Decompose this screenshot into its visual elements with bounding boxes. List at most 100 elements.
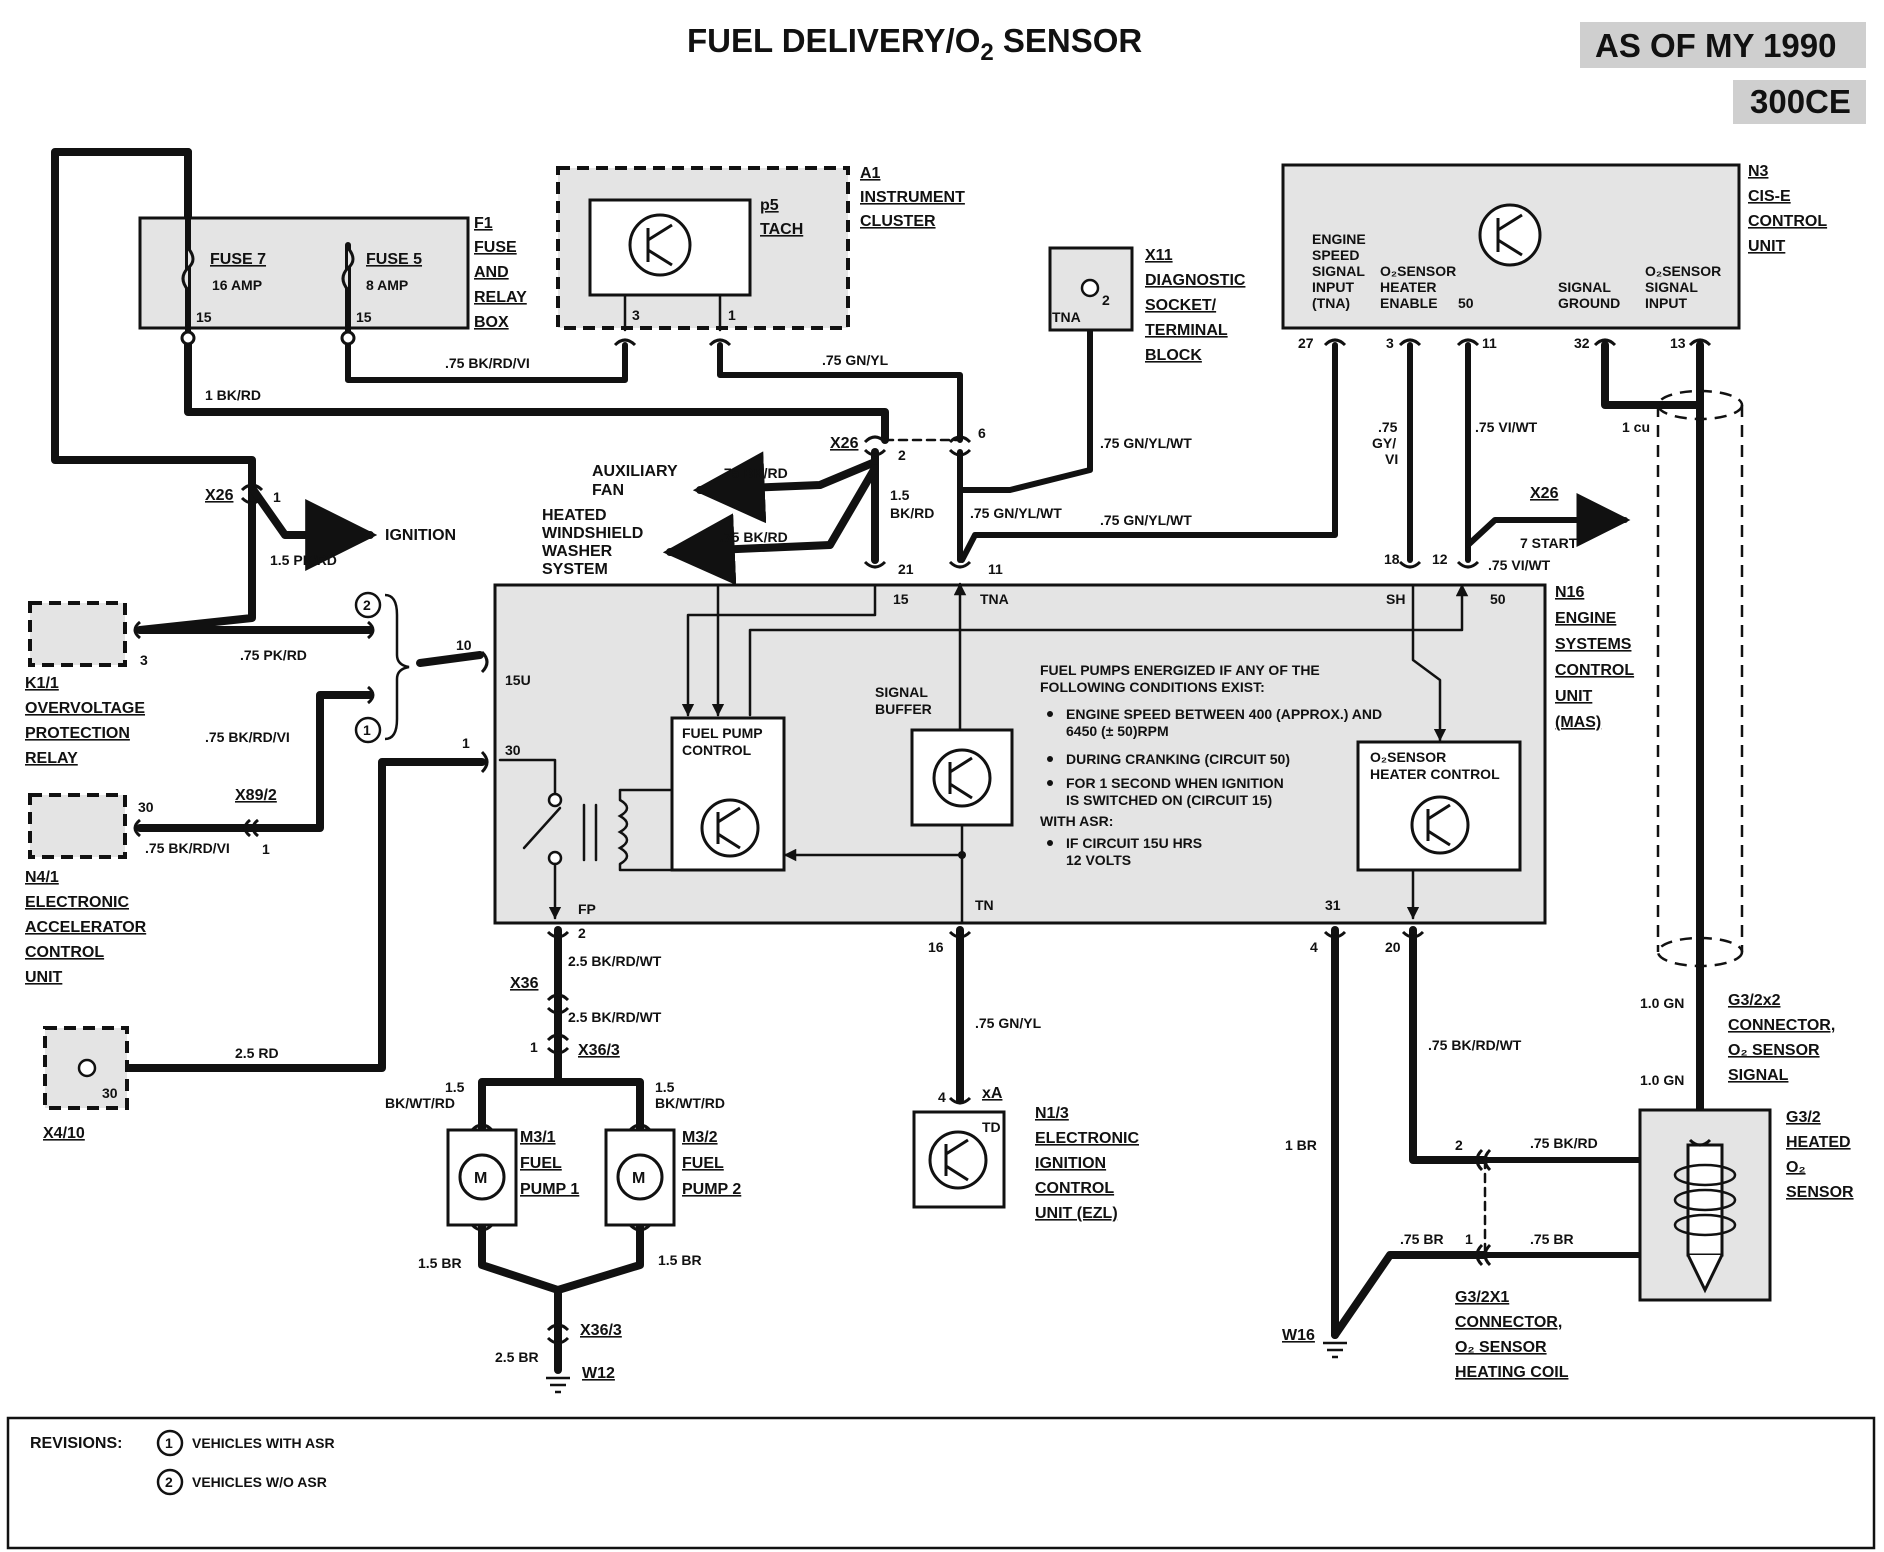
wl-gn10-a: 1.0 GN <box>1640 995 1684 1011</box>
n3-g2: GROUND <box>1558 295 1620 311</box>
wire-1-bkrd <box>184 334 889 444</box>
wire-aux-fan <box>692 451 879 524</box>
n16-t31: 31 <box>1325 897 1341 913</box>
n3-in4: INPUT <box>1312 279 1354 295</box>
n16-engine-systems-control-unit: FUEL PUMP CONTROL SIGNAL BUFFER O₂SENSOR… <box>493 582 1634 925</box>
wl-bkrdvi-top: .75 BK/RD/VI <box>445 355 530 371</box>
wl-gnylwt-x11: .75 GN/YL/WT <box>1100 435 1192 451</box>
pump2-motor-icon <box>616 1153 664 1201</box>
cl-hw1: HEATED <box>542 507 607 524</box>
n3-g1: SIGNAL <box>1558 279 1611 295</box>
revision-1-num: 1 <box>165 1435 173 1451</box>
f1-line4: BOX <box>474 314 509 331</box>
x11-line4: BLOCK <box>1145 347 1202 364</box>
n41-line1: ELECTRONIC <box>25 894 129 911</box>
k11-id: K1/1 <box>25 675 59 692</box>
sb-transistor-icon <box>932 748 992 808</box>
cl-aux2: FAN <box>592 482 624 499</box>
n16-sh: SH <box>1386 591 1405 607</box>
wl-bkrd-aux: .75 BK/RD <box>720 465 788 481</box>
wl-gnylwt-n16: .75 GN/YL/WT <box>970 505 1062 521</box>
n16-line1: ENGINE <box>1555 610 1617 627</box>
fuse5-label: FUSE 5 <box>366 251 422 268</box>
wl-gyvi-b: GY/ <box>1372 435 1396 451</box>
n16-line5: (MAS) <box>1555 714 1601 731</box>
m31-line1: FUEL <box>520 1155 562 1172</box>
n3-line3: UNIT <box>1748 238 1786 255</box>
g3-2x1-connector-label: G3/2X1 CONNECTOR, O₂ SENSOR HEATING COIL <box>1455 1289 1569 1381</box>
wire-labels: .75 BK/RD/VI .75 GN/YL 1 BK/RD .75 GN/YL… <box>145 352 1684 1365</box>
wl-pkrd-75: .75 PK/RD <box>240 647 307 663</box>
wire-75-gnylwt-x11 <box>957 327 1093 493</box>
a1-instrument-cluster: 3 1 p5 TACH A1 INSTRUMENT CLUSTER <box>556 165 965 332</box>
g32x1-line3: HEATING COIL <box>1455 1364 1569 1381</box>
n16-line2: SYSTEMS <box>1555 636 1632 653</box>
wl-15-bkrd-a: 1.5 <box>890 487 910 503</box>
pin-n16-12: 12 <box>1432 551 1448 567</box>
n3-h3: ENABLE <box>1380 295 1438 311</box>
wl-gnylwt-n3: .75 GN/YL/WT <box>1100 512 1192 528</box>
m32-id: M3/2 <box>682 1129 718 1146</box>
pin-n16-1: 1 <box>462 735 470 751</box>
bracket-num-2: 2 <box>363 597 371 613</box>
w12-ground-icon <box>546 1376 570 1394</box>
n16-t15u: 15U <box>505 672 531 688</box>
n3-in1: ENGINE <box>1312 231 1366 247</box>
note-asr: WITH ASR: <box>1040 813 1113 829</box>
a1-pin1: 1 <box>728 307 736 323</box>
pin-ezl-4: 4 <box>938 1089 946 1105</box>
x11-pin2: 2 <box>1102 292 1110 308</box>
wl-15-bkrd-b: BK/RD <box>890 505 934 521</box>
wl-bkwtrd2-a: 1.5 <box>655 1079 675 1095</box>
n3-pin32: 32 <box>1574 335 1590 351</box>
cl-hw2: WINDSHIELD <box>542 525 643 542</box>
n3-in5: (TNA) <box>1312 295 1350 311</box>
x11-tna: TNA <box>1052 309 1081 325</box>
m31-line2: PUMP 1 <box>520 1181 579 1198</box>
pin-n16-18: 18 <box>1384 551 1400 567</box>
g32x2-id: G3/2x2 <box>1728 992 1781 1009</box>
note-b1b: 6450 (± 50)RPM <box>1066 723 1169 739</box>
connector-marks <box>133 338 1712 1345</box>
wl-gyvi-a: .75 <box>1378 419 1398 435</box>
wl-75br-a: .75 BR <box>1400 1231 1444 1247</box>
wl-bkwtrd1-b: BK/WT/RD <box>385 1095 455 1111</box>
revision-1-text: VEHICLES WITH ASR <box>192 1435 335 1451</box>
n3-h2: HEATER <box>1380 279 1437 295</box>
wire-pin10 <box>416 651 484 667</box>
n41-line3: CONTROL <box>25 944 104 961</box>
wl-bkrdvi-n41: .75 BK/RD/VI <box>145 840 230 856</box>
wl-bkrd-washer: .75 BK/RD <box>720 529 788 545</box>
wl-1bkrd: 1 BK/RD <box>205 387 261 403</box>
wire-75-bkrdvi-top <box>345 335 628 383</box>
ezl-transistor-icon <box>928 1130 988 1190</box>
n16-tn: TN <box>975 897 994 913</box>
n13-line4: UNIT (EZL) <box>1035 1205 1118 1222</box>
x11-id: X11 <box>1145 247 1173 264</box>
wl-gyvi-c: VI <box>1385 451 1398 467</box>
a1-line2: CLUSTER <box>860 213 936 230</box>
n13-line3: CONTROL <box>1035 1180 1114 1197</box>
note-b4a: IF CIRCUIT 15U HRS <box>1066 835 1202 851</box>
connector-labels: X26 X26 X26 7 START IGNITION AUXILIARY F… <box>205 425 1578 1339</box>
wl-bkwtrd2-b: BK/WT/RD <box>655 1095 725 1111</box>
cl-aux1: AUXILIARY <box>592 463 678 480</box>
n3-cis-e-control-unit: ENGINE SPEED SIGNAL INPUT (TNA) O₂SENSOR… <box>1281 163 1827 351</box>
f1-line3: RELAY <box>474 289 527 306</box>
wire-start <box>1465 493 1631 548</box>
cl-hw4: SYSTEM <box>542 561 608 578</box>
cl-x26-left: X26 <box>205 487 234 504</box>
n3-h4: 50 <box>1458 295 1474 311</box>
x4-10-connector: 30 X4/10 <box>43 1026 129 1142</box>
ezl-td: TD <box>982 1119 1001 1135</box>
pin-x26-2: 2 <box>898 447 906 463</box>
n3-h1: O₂SENSOR <box>1380 263 1456 279</box>
revision-2-text: VEHICLES W/O ASR <box>192 1474 327 1490</box>
note-line1: FUEL PUMPS ENERGIZED IF ANY OF THE <box>1040 662 1320 678</box>
o2h-transistor-icon <box>1410 795 1470 855</box>
wl-br25: 2.5 BR <box>495 1349 539 1365</box>
pin-g32x1-1: 1 <box>1465 1231 1473 1247</box>
k11-pin3: 3 <box>140 652 148 668</box>
wl-1cu: 1 cu <box>1622 419 1650 435</box>
